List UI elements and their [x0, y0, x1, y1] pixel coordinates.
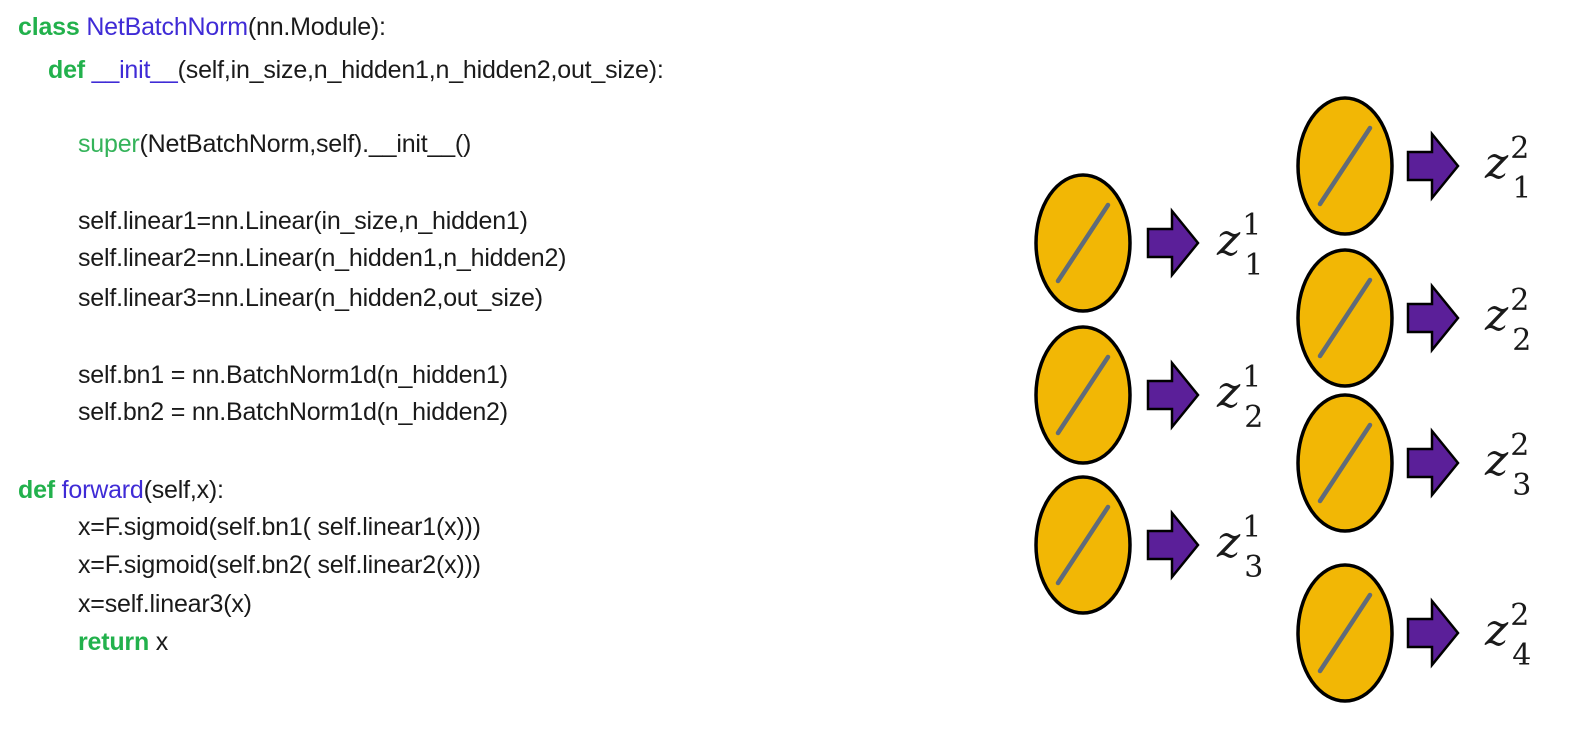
label-superscript: 2 [1510, 598, 1529, 633]
code-block: class NetBatchNorm(nn.Module): def __ini… [18, 12, 664, 657]
label-superscript: 1 [1242, 510, 1261, 545]
label-subscript: 2 [1244, 400, 1263, 435]
forward-name: forward [61, 476, 144, 504]
label-subscript: 4 [1512, 638, 1531, 673]
label-variable: z [1484, 435, 1509, 486]
label-variable: z [1484, 290, 1509, 341]
neuron-body [1296, 563, 1394, 703]
label-variable: z [1484, 138, 1509, 189]
activation-label: z1 3 [1216, 510, 1263, 585]
label-variable: z [1484, 605, 1509, 656]
linear-activation-icon [1055, 202, 1111, 284]
right-arrow-icon [1146, 359, 1200, 431]
linear-activation-icon [1317, 422, 1373, 504]
label-variable: z [1216, 215, 1241, 266]
neuron-layer1-3: z1 3 [1034, 475, 1263, 615]
label-subscript: 2 [1512, 323, 1531, 358]
linear1-line: self.linear1=nn.Linear(in_size,n_hidden1… [78, 207, 528, 235]
right-arrow-icon [1406, 427, 1460, 499]
label-subscript: 3 [1244, 550, 1263, 585]
activation-label: z1 1 [1216, 208, 1263, 283]
activation-label: z1 2 [1216, 360, 1263, 435]
forward-definition-line: def forward(self,x): [18, 475, 224, 505]
linear-activation-icon [1055, 504, 1111, 586]
activation-label: z2 4 [1484, 598, 1531, 673]
linear-activation-icon [1317, 592, 1373, 674]
return-value: x [149, 628, 169, 656]
activation-label: z2 2 [1484, 283, 1531, 358]
label-superscript: 2 [1510, 131, 1529, 166]
neuron-layer2-2: z2 2 [1296, 248, 1531, 388]
return-line: return x [78, 627, 168, 657]
label-superscript: 1 [1242, 208, 1261, 243]
linear-activation-icon [1317, 277, 1373, 359]
neuron-body [1296, 96, 1394, 236]
forward-line-2: x=F.sigmoid(self.bn2( self.linear2(x))) [78, 551, 481, 579]
neuron-layer1-2: z1 2 [1034, 325, 1263, 465]
neuron-layer2-3: z2 3 [1296, 393, 1531, 533]
activation-label: z2 3 [1484, 428, 1531, 503]
bn2-line: self.bn2 = nn.BatchNorm1d(n_hidden2) [78, 398, 508, 426]
linear-activation-icon [1317, 125, 1373, 207]
init-name: __init__ [91, 56, 178, 84]
forward-def-keyword: def [18, 476, 55, 504]
label-subscript: 3 [1512, 468, 1531, 503]
neuron-body [1034, 173, 1132, 313]
linear-activation-icon [1055, 354, 1111, 436]
super-call-line: super(NetBatchNorm,self).__init__() [78, 129, 471, 159]
bn1-line: self.bn1 = nn.BatchNorm1d(n_hidden1) [78, 361, 508, 389]
label-superscript: 2 [1510, 283, 1529, 318]
class-base: (nn.Module): [247, 13, 386, 41]
forward-args: (self,x): [143, 476, 224, 504]
linear3-line: self.linear3=nn.Linear(n_hidden2,out_siz… [78, 284, 543, 312]
label-variable: z [1216, 517, 1241, 568]
right-arrow-icon [1406, 597, 1460, 669]
neuron-body [1296, 393, 1394, 533]
class-definition-line: class NetBatchNorm(nn.Module): [18, 12, 386, 42]
class-keyword: class [18, 13, 80, 41]
label-subscript: 1 [1244, 248, 1263, 283]
init-args: (self,in_size,n_hidden1,n_hidden2,out_si… [177, 56, 664, 84]
neuron-body [1034, 475, 1132, 615]
neuron-body [1296, 248, 1394, 388]
neuron-layer2-1: z2 1 [1296, 96, 1531, 236]
forward-line-3: x=self.linear3(x) [78, 590, 252, 618]
label-subscript: 1 [1512, 171, 1531, 206]
neuron-body [1034, 325, 1132, 465]
linear2-line: self.linear2=nn.Linear(n_hidden1,n_hidde… [78, 244, 567, 272]
activation-label: z2 1 [1484, 131, 1531, 206]
right-arrow-icon [1406, 282, 1460, 354]
right-arrow-icon [1406, 130, 1460, 202]
def-keyword: def [48, 56, 85, 84]
forward-line-1: x=F.sigmoid(self.bn1( self.linear1(x))) [78, 513, 481, 541]
class-name: NetBatchNorm [86, 13, 248, 41]
super-name: super [78, 130, 140, 158]
super-rest: (NetBatchNorm,self).__init__() [139, 130, 472, 158]
neuron-layer2-4: z2 4 [1296, 563, 1531, 703]
init-definition-line: def __init__(self,in_size,n_hidden1,n_hi… [48, 55, 664, 85]
label-superscript: 2 [1510, 428, 1529, 463]
return-keyword: return [78, 628, 150, 656]
right-arrow-icon [1146, 207, 1200, 279]
right-arrow-icon [1146, 509, 1200, 581]
neuron-layer1-1: z1 1 [1034, 173, 1263, 313]
label-superscript: 1 [1242, 360, 1261, 395]
label-variable: z [1216, 367, 1241, 418]
